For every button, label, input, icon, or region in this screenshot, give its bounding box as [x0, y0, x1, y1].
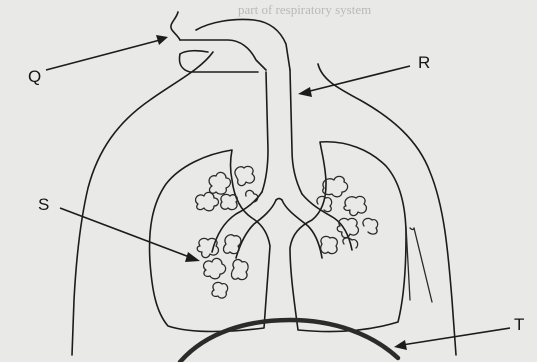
- alveoli-left-lower: [197, 235, 248, 298]
- bronchi: [212, 192, 352, 258]
- label-s: S: [38, 195, 50, 214]
- label-t: T: [514, 315, 525, 334]
- arrow-s: [60, 208, 200, 262]
- faded-top-text: part of respiratory system: [238, 2, 371, 17]
- arrow-t: [394, 328, 510, 350]
- alveoli-right-lower: [321, 218, 378, 253]
- arrow-q: [46, 35, 168, 70]
- trachea: [262, 70, 302, 194]
- body-outline: [72, 52, 456, 355]
- alveoli-left-upper: [196, 166, 258, 210]
- rib-lines: [406, 226, 432, 302]
- nasal-cavity: [171, 12, 290, 72]
- label-r: R: [418, 53, 431, 72]
- arrow-r: [298, 66, 410, 97]
- label-q: Q: [28, 67, 42, 86]
- diaphragm: [180, 320, 398, 362]
